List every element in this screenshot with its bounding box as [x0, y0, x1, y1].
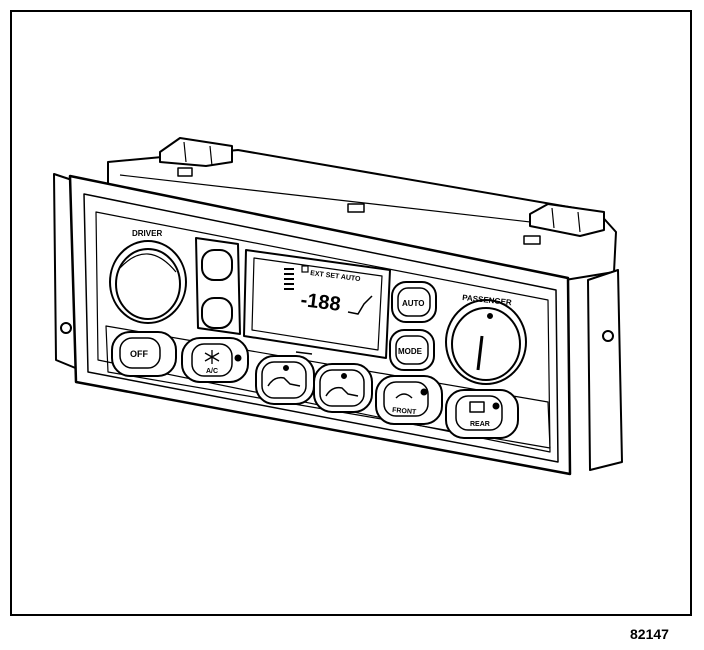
recirc-icon — [301, 265, 309, 273]
clip-slot-icon — [523, 235, 541, 245]
mode-button[interactable] — [395, 335, 429, 365]
lcd-display — [243, 249, 391, 359]
rear-button-label: REAR — [470, 421, 490, 428]
auto-button-label: AUTO — [402, 299, 425, 308]
mode-button-label: MODE — [398, 347, 423, 356]
fan-down-button[interactable] — [201, 297, 233, 329]
airflow-floor-icon — [267, 376, 301, 387]
fan-bar-graph — [284, 268, 294, 290]
rear-defrost-led — [492, 402, 500, 410]
fan-up-button[interactable] — [201, 249, 233, 281]
front-defrost-button-outer[interactable] — [375, 375, 443, 425]
airflow-arrow-icon — [347, 295, 373, 315]
off-button-label: OFF — [130, 349, 148, 359]
front-defrost-button[interactable] — [383, 381, 429, 417]
display-temperature: -188 — [299, 289, 341, 316]
off-button-outer[interactable] — [111, 331, 177, 377]
rear-housing — [107, 137, 617, 281]
vent-mode-2-led — [341, 373, 347, 379]
clip-slot-icon — [347, 203, 365, 213]
driver-label: DRIVER — [132, 229, 162, 238]
auto-button[interactable] — [397, 287, 431, 317]
clip-slot-icon — [177, 167, 193, 177]
vent-mode-button-2[interactable] — [319, 369, 365, 407]
rear-defrost-button[interactable] — [455, 395, 503, 431]
driver-temperature-knob[interactable] — [109, 240, 187, 324]
vent-mode-button-1[interactable] — [261, 361, 307, 399]
figure-frame — [10, 10, 692, 616]
off-button[interactable] — [119, 337, 161, 369]
vent-mode-1-led — [283, 365, 289, 371]
snowflake-icon — [204, 350, 220, 364]
ac-button-label: A/C — [206, 368, 218, 375]
rear-defrost-button-outer[interactable] — [445, 389, 519, 439]
front-defrost-icon — [395, 393, 413, 399]
screw-hole-icon — [60, 322, 72, 334]
figure-number: 82147 — [630, 626, 669, 642]
front-defrost-led — [420, 388, 428, 396]
screw-hole-icon — [602, 330, 614, 342]
fan-speed-rocker[interactable] — [195, 237, 241, 335]
passenger-temperature-knob[interactable] — [445, 299, 527, 385]
front-button-label: FRONT — [392, 407, 417, 416]
rear-defrost-icon — [469, 401, 485, 413]
ac-button-outer[interactable] — [181, 337, 249, 383]
ac-button[interactable] — [191, 343, 233, 377]
airflow-mix-icon — [325, 386, 359, 397]
mode-button-outer[interactable] — [389, 329, 435, 371]
auto-button-outer[interactable] — [391, 281, 437, 323]
ac-indicator-led — [234, 354, 242, 362]
